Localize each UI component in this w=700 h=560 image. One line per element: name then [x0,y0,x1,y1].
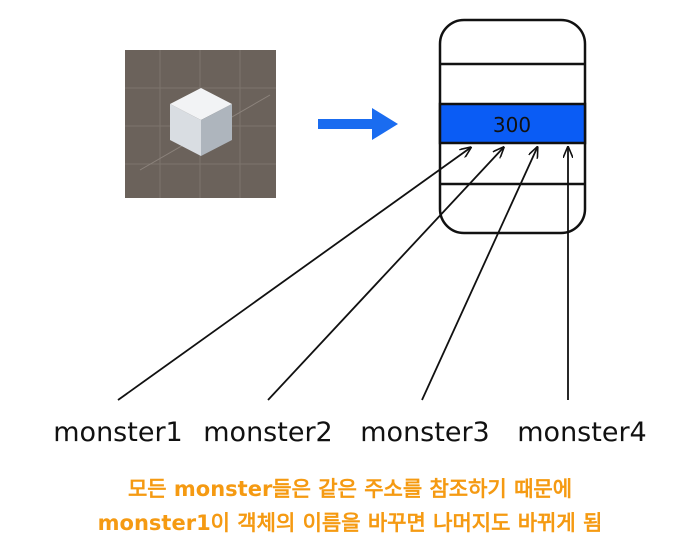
reference-arrows [117,148,568,401]
reference-arrow-3 [421,148,537,401]
memory-value: 300 [493,113,531,137]
memory-cell-highlight [438,102,587,145]
caption-line-1: 모든 monster들은 같은 주소를 참조하기 때문에 [127,477,573,501]
monster-label-3: monster3 [360,417,489,448]
scene-preview [125,50,276,198]
caption-line-2: monster1이 객체의 이름을 바꾸면 나머지도 바뀌게 됨 [97,511,603,535]
cube-icon [170,88,232,156]
monster-label-1: monster1 [53,417,182,448]
reference-arrow-2 [267,148,503,401]
memory-block: 300 [438,18,587,235]
monster-label-4: monster4 [517,417,646,448]
reference-arrow-1 [117,148,470,401]
reference-diagram: 300 monster1 monster2 monster3 monster4 [53,18,647,448]
monster-label-2: monster2 [203,417,332,448]
right-arrow-icon [318,108,398,140]
monster-labels: monster1 monster2 monster3 monster4 [53,417,646,448]
